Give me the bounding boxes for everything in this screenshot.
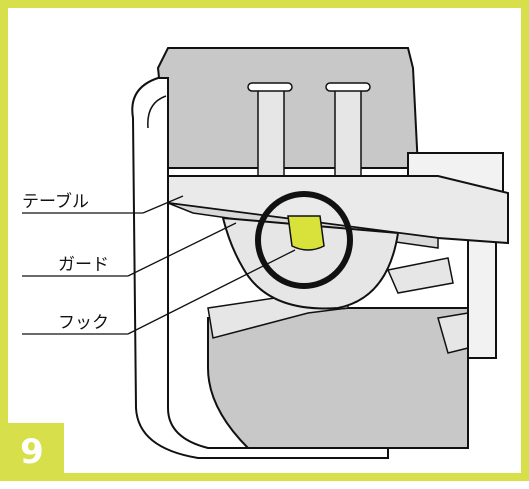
circle-highlight-icon (255, 191, 353, 289)
table-leg-right (467, 237, 497, 359)
shoulder-strap-left (257, 85, 285, 182)
high-chair-illustration (22, 47, 509, 459)
strap-slot-right (325, 82, 371, 92)
guard (221, 216, 400, 310)
label-hook: フック (58, 313, 109, 333)
label-table: テーブル (22, 192, 89, 212)
seat-base (207, 307, 469, 449)
hook (287, 215, 325, 251)
callout-leader-table (142, 195, 184, 214)
step-number-badge: 9 (0, 423, 64, 481)
callout-leader-hook (127, 249, 296, 335)
frame-inner-line (147, 95, 167, 129)
callout-leader-guard (127, 222, 237, 277)
shoulder-strap-right (334, 85, 362, 182)
chair-side-frame (131, 77, 389, 459)
strap-slot-left (247, 82, 293, 92)
label-guard: ガード (58, 255, 109, 275)
seat-back (156, 47, 420, 169)
lap-strap-right (386, 257, 454, 294)
